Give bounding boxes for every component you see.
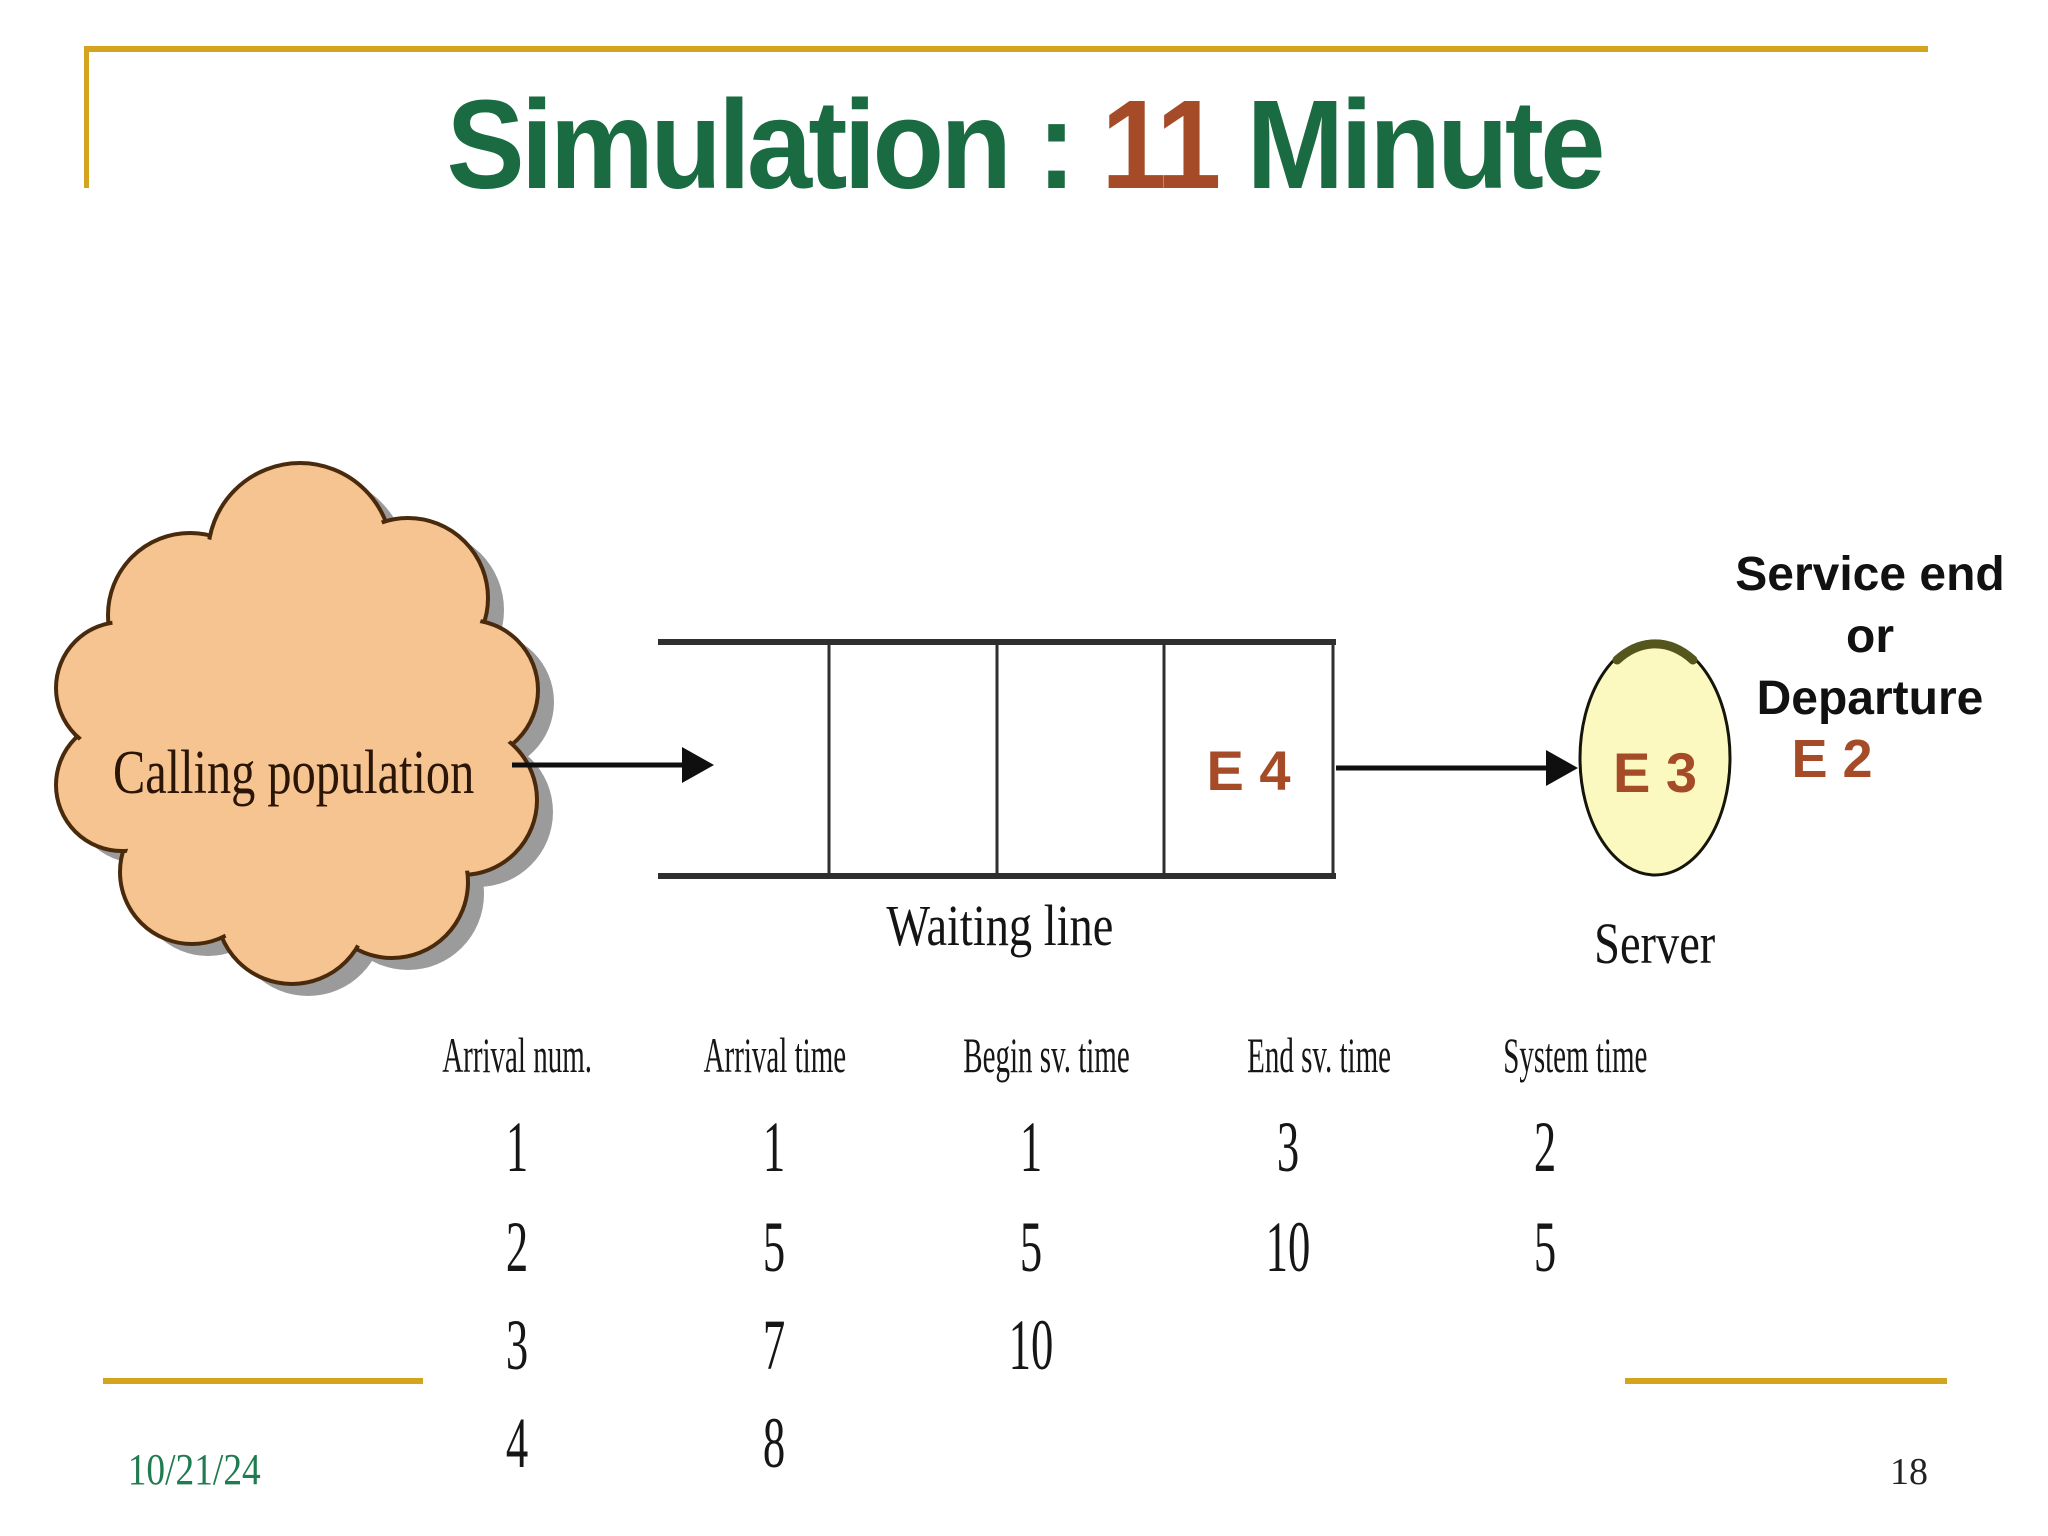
top-gold-line: [84, 46, 1928, 52]
page-number: 18: [1890, 1451, 1928, 1493]
title-prefix: Simulation :: [446, 74, 1102, 215]
table-cell: [1416, 1402, 1673, 1485]
table-row: 2 5 5 10 5: [388, 1206, 1673, 1289]
table-cell: 10: [1265, 1207, 1310, 1287]
server-label: Server: [1594, 911, 1716, 976]
title-highlight: 11: [1101, 74, 1221, 215]
event-e4-queue-head: E 4: [1206, 739, 1291, 802]
page-title: Simulation : 11 Minute: [0, 72, 2048, 217]
column-header: Begin sv. time: [963, 1027, 1131, 1083]
bottom-right-gold-line: [1625, 1378, 1947, 1384]
service-end-note: Service end or Departure: [1692, 544, 2048, 730]
column-header: Arrival num.: [442, 1027, 593, 1083]
table-cell: [902, 1402, 1159, 1485]
table-cell: 7: [762, 1305, 785, 1385]
table-cell: 1: [762, 1107, 785, 1187]
column-header: System time: [1503, 1027, 1648, 1083]
service-end-line3: Departure: [1756, 672, 1984, 725]
table-cell: 5: [762, 1207, 785, 1287]
cloud-body: [60, 467, 534, 980]
column-header: End sv. time: [1246, 1027, 1391, 1083]
event-e2-departed: E 2: [1791, 729, 1873, 789]
calling-population-cloud: [54, 461, 540, 986]
left-gold-line: [84, 46, 89, 188]
service-end-line2: or: [1846, 610, 1894, 663]
table-row: 4 8: [388, 1402, 1673, 1485]
table-cell: 1: [505, 1107, 528, 1187]
table-cell: 5: [1533, 1207, 1556, 1287]
service-end-line1: Service end: [1735, 548, 2005, 601]
cloud-shadow: [72, 475, 554, 996]
table-cell: 1: [1019, 1107, 1042, 1187]
bottom-left-gold-line: [103, 1378, 423, 1384]
table-cell: 10: [1008, 1305, 1053, 1385]
table-cell: [1159, 1402, 1416, 1485]
table-header-row: Arrival num. Arrival time Begin sv. time…: [388, 1026, 1673, 1084]
slide-date: 10/21/24: [127, 1445, 261, 1494]
calling-population-label: Calling population: [112, 739, 475, 807]
table-row: 1 1 1 3 2: [388, 1106, 1673, 1189]
table-row: 3 7 10: [388, 1304, 1673, 1387]
table-cell: 4: [505, 1403, 528, 1483]
table-cell: 2: [1533, 1107, 1556, 1187]
table-cell: 3: [1276, 1107, 1299, 1187]
table-cell: 2: [505, 1207, 528, 1287]
table-cell: 3: [505, 1305, 528, 1385]
column-header: Arrival time: [703, 1027, 847, 1083]
event-e3-in-service: E 3: [1612, 741, 1698, 804]
table-cell: [1159, 1304, 1416, 1387]
waiting-line-label: Waiting line: [886, 893, 1114, 958]
table-cell: [1416, 1304, 1673, 1387]
title-suffix: Minute: [1217, 74, 1605, 215]
to-server-arrow-icon: [1336, 750, 1578, 786]
table-cell: 5: [1019, 1207, 1042, 1287]
table-cell: 8: [762, 1403, 785, 1483]
server-ellipse-top-notch: [1612, 639, 1698, 665]
arrival-arrow-icon: [512, 747, 714, 783]
